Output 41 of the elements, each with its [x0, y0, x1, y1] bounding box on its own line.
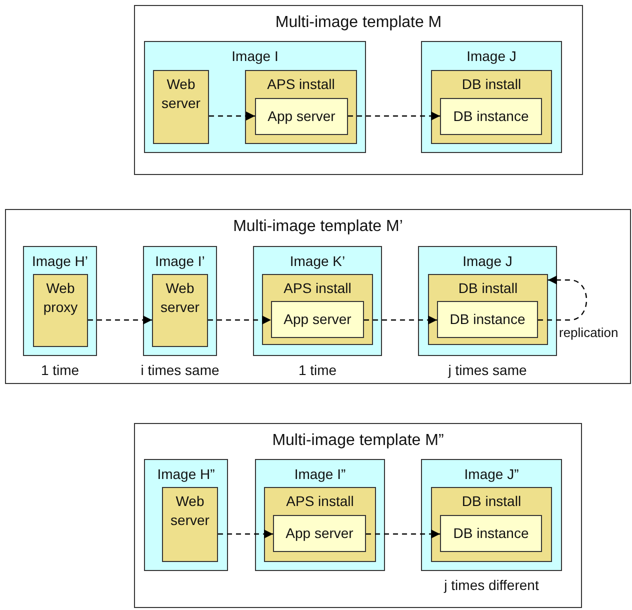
- install-box: DB install DB instance: [431, 70, 552, 144]
- service-box: App server: [255, 98, 348, 135]
- image-box: Image J DB install DB instance: [418, 246, 557, 356]
- edge-label: replication: [559, 326, 618, 339]
- dashed-arrow: [88, 316, 152, 324]
- dashed-arrow: [348, 112, 440, 120]
- caption-text: 1 time: [40, 361, 80, 380]
- install-box: Web server: [153, 70, 209, 144]
- template-frame: Multi-image template M Image I Web server APS install App server Image J DB install DB instance: [134, 5, 583, 175]
- install-box: Web proxy: [33, 274, 88, 347]
- install-box: Web server: [152, 274, 208, 347]
- service-box: App server: [273, 515, 366, 552]
- dashed-arrow: [538, 276, 588, 321]
- service-box: DB instance: [440, 98, 542, 135]
- image-box: Image H” Web server: [144, 459, 228, 571]
- caption-text: j times different: [442, 576, 540, 595]
- dashed-arrow: [208, 316, 271, 324]
- image-box: Image H’ Web proxy: [23, 246, 97, 356]
- image-box: Image J” DB install DB instance: [421, 459, 562, 571]
- dashed-arrow: [209, 112, 255, 120]
- image-box: Image I Web server APS install App server: [144, 41, 366, 153]
- service-box: DB instance: [437, 301, 538, 338]
- install-box: Web server: [162, 487, 218, 562]
- install-box: APS install App server: [245, 70, 357, 144]
- caption-text: i times same: [140, 361, 220, 380]
- image-box: Image I’ Web server: [143, 246, 217, 356]
- install-box: APS install App server: [262, 274, 373, 345]
- image-box: Image J DB install DB instance: [421, 41, 562, 153]
- image-box: Image I” APS install App server: [255, 459, 385, 571]
- dashed-arrow: [364, 316, 437, 324]
- install-box: DB install DB instance: [431, 487, 552, 562]
- dashed-arrow: [218, 530, 273, 538]
- service-box: App server: [271, 301, 364, 338]
- caption-text: j times same: [446, 361, 528, 380]
- install-box: DB install DB instance: [428, 274, 548, 345]
- image-box: Image K’ APS install App server: [253, 246, 382, 356]
- template-frame: Multi-image template M” Image H” Web server Image I” APS install App server Image J” DB install DB instance j times different: [134, 423, 582, 608]
- install-box: APS install App server: [264, 487, 376, 562]
- service-box: DB instance: [440, 515, 542, 552]
- dashed-arrow: [366, 530, 440, 538]
- caption-text: 1 time: [297, 361, 338, 380]
